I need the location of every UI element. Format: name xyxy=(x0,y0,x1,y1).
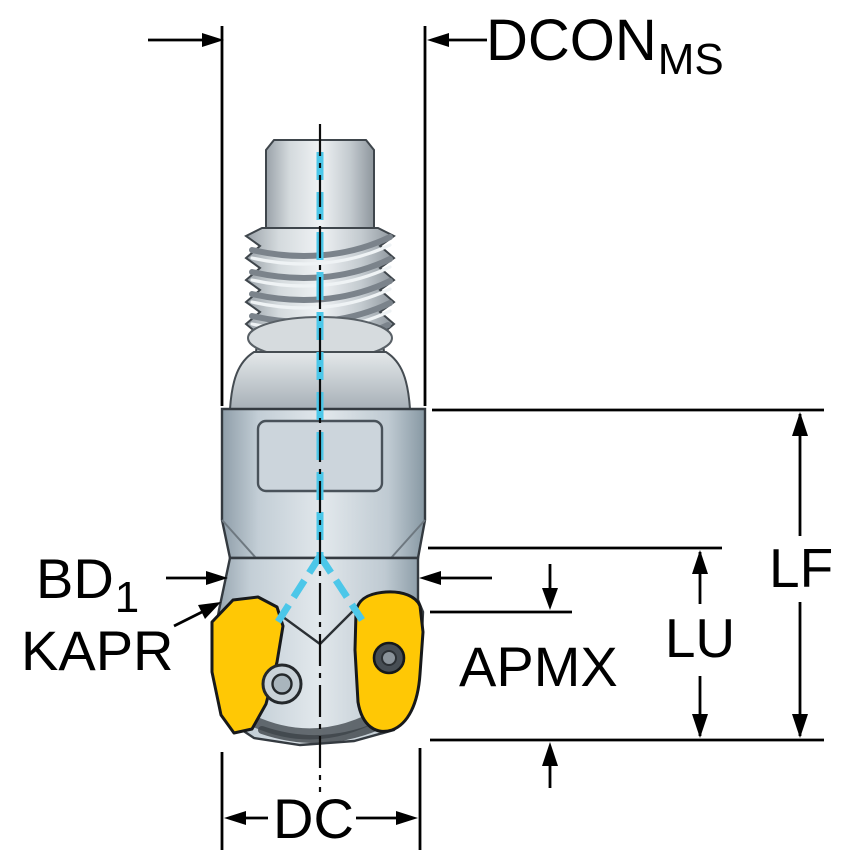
insert-screw-inner xyxy=(381,650,397,666)
kapr-label: KAPR xyxy=(21,623,174,679)
apmx-label: APMX xyxy=(459,639,618,695)
lu-arrowhead-up xyxy=(692,550,708,574)
dimension-lf xyxy=(430,408,824,742)
bd1-arrowhead-left xyxy=(419,571,441,585)
lf-label: LF xyxy=(769,541,833,596)
lf-arrowhead-down xyxy=(792,714,808,738)
dc-arrowhead-left xyxy=(224,811,246,825)
bd1-arrowhead-right xyxy=(206,571,228,585)
dc-arrowhead-right xyxy=(396,811,418,825)
dcon-label-text: DCON xyxy=(486,8,657,73)
collar-chamfer-right xyxy=(390,519,426,559)
bd1-label-text: BD xyxy=(36,547,114,610)
dcon-label-subscript: MS xyxy=(657,35,724,84)
lu-arrowhead-down xyxy=(692,714,708,738)
kapr-label-text: KAPR xyxy=(21,619,174,682)
apmx-arrowhead-up xyxy=(542,742,558,766)
apmx-arrowhead-down xyxy=(542,588,558,610)
collar-chamfer-left xyxy=(221,519,257,559)
milling-tool xyxy=(210,124,427,792)
apmx-label-text: APMX xyxy=(459,635,618,698)
coolant-channel-branch-left xyxy=(271,554,323,630)
dimension-dcon xyxy=(148,26,487,406)
kapr-leader xyxy=(173,610,203,628)
thread-ridge-highlight xyxy=(250,243,392,266)
dimension-dc xyxy=(220,748,422,850)
dc-label: DC xyxy=(273,791,354,847)
dimension-kapr xyxy=(173,602,221,628)
bd1-label-subscript: 1 xyxy=(114,573,140,622)
dcon-arrowhead-right xyxy=(427,33,449,47)
coolant-channel-branch-right xyxy=(317,554,365,622)
kapr-arrowhead xyxy=(198,602,221,619)
lu-label-text: LU xyxy=(664,607,736,669)
dc-label-text: DC xyxy=(273,787,354,850)
dimension-apmx xyxy=(430,564,572,788)
dimension-graphics xyxy=(148,26,824,850)
dimension-lu xyxy=(428,546,722,738)
dcon-arrowhead-left xyxy=(202,33,224,47)
thread-ridge-highlight xyxy=(250,287,392,310)
lf-arrowhead-up xyxy=(792,412,808,436)
lf-label-text: LF xyxy=(769,537,834,599)
lu-label: LU xyxy=(662,611,738,666)
coolant-hole-inner xyxy=(271,673,293,695)
dimension-bd1 xyxy=(166,571,492,585)
bd1-label: BD1 xyxy=(36,551,139,620)
dcon-label: DCONMS xyxy=(486,12,724,82)
